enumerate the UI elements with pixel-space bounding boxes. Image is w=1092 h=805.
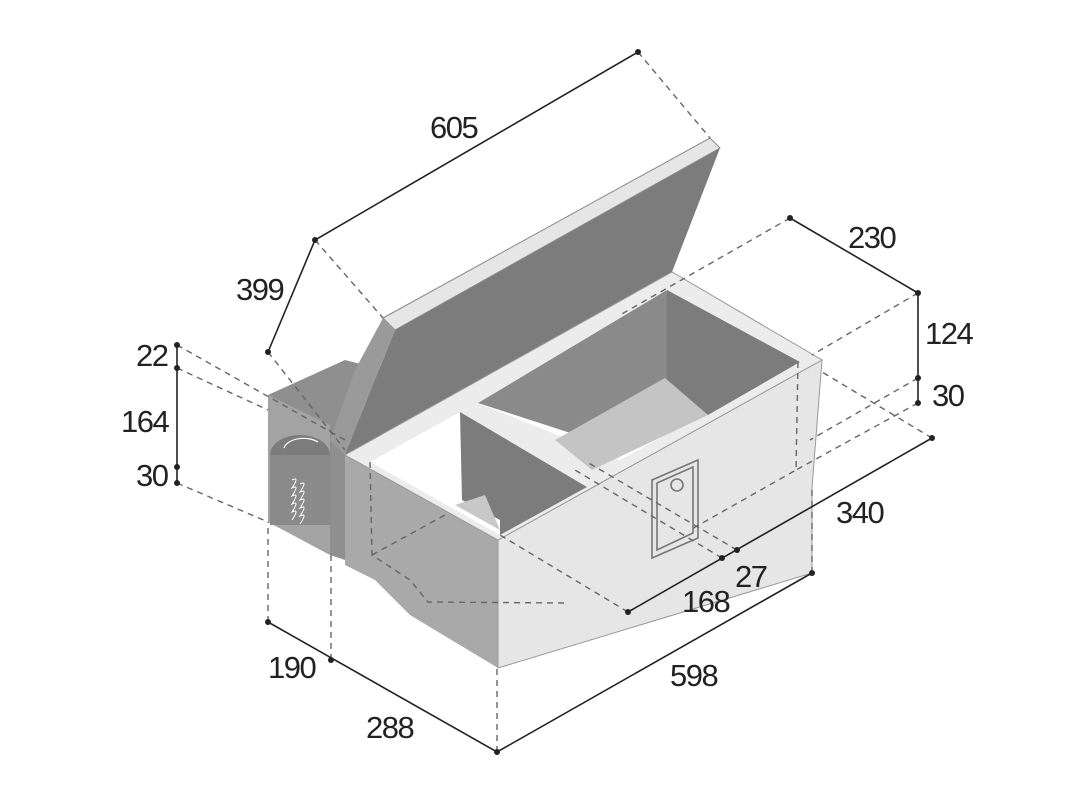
label-30-left: 30 [136,458,169,493]
label-124: 124 [925,316,973,351]
dimension-lines [174,49,935,755]
label-598: 598 [670,658,717,693]
latch-icon [651,458,699,560]
label-168: 168 [682,584,729,619]
label-288: 288 [366,710,413,745]
label-399: 399 [236,272,283,307]
label-340: 340 [836,495,884,530]
dimension-labels: 605 399 22 164 30 230 124 30 340 27 168 … [121,110,975,745]
condenser-coil-icon [290,478,305,525]
label-27: 27 [735,559,767,594]
label-164: 164 [121,404,169,439]
label-230: 230 [848,220,896,255]
label-190: 190 [268,650,316,685]
label-22: 22 [136,338,168,373]
label-605: 605 [430,110,477,145]
box-body [343,271,824,669]
extension-lines [176,51,933,752]
label-30-right: 30 [932,378,965,413]
lid [330,137,721,455]
